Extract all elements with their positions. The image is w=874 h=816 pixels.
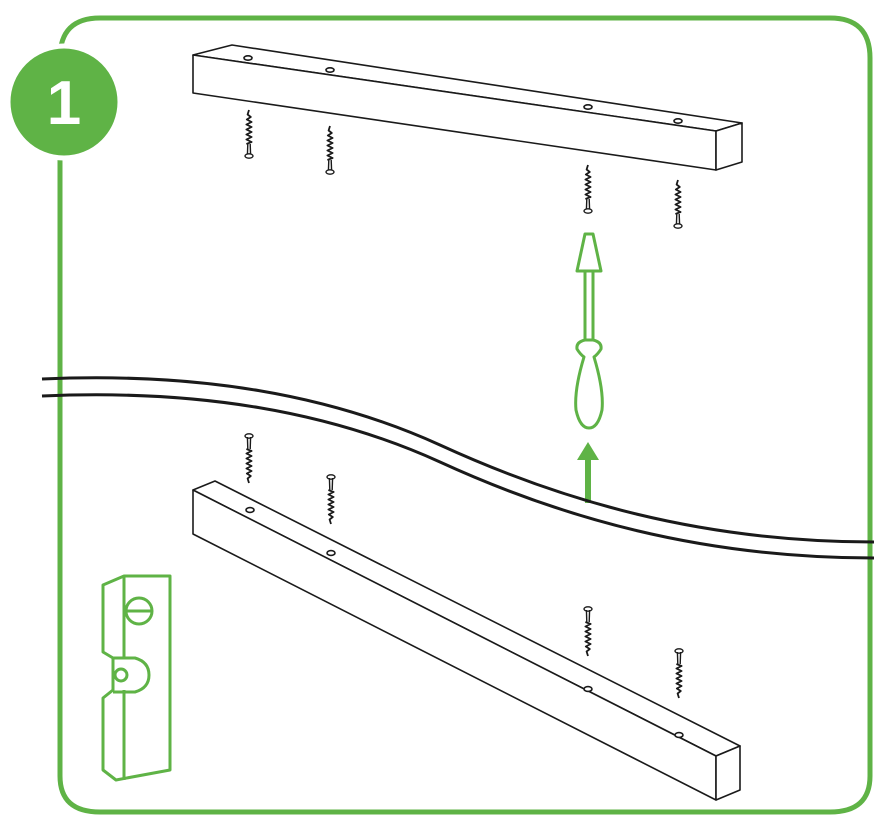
up-arrow-icon: [577, 442, 599, 503]
top-rail-hole: [243, 54, 253, 61]
break-line: [41, 376, 874, 560]
top-rail-hole: [325, 67, 335, 74]
top-rail-hole: [583, 104, 593, 111]
top-rail-hole: [673, 118, 683, 125]
bottom-rail-hole: [674, 731, 684, 739]
step-badge: 1: [5, 43, 123, 161]
step-badge-circle: [5, 43, 123, 161]
step-frame: [57, 15, 873, 815]
screw-icon: [674, 647, 684, 699]
top-rail: [192, 44, 743, 171]
spirit-level-icon: [101, 574, 172, 782]
bottom-rail-hole: [583, 685, 593, 693]
screw-icon: [673, 179, 683, 230]
bottom-rail-front-face: [192, 489, 717, 801]
screw-icon: [583, 605, 593, 657]
top-rail-end-face: [715, 122, 743, 171]
bottom-rail: [192, 480, 741, 801]
screw-icon: [326, 473, 336, 525]
bottom-rail-hole: [245, 506, 255, 514]
screw-icon: [244, 109, 254, 160]
bottom-rail-hole: [326, 549, 336, 557]
screwdriver-icon: [574, 232, 604, 430]
bottom-rail-end-face: [715, 745, 741, 801]
bottom-rail-top-face: [192, 480, 741, 757]
screw-icon: [583, 164, 593, 215]
step-number: 1: [47, 69, 81, 138]
screw-icon: [325, 125, 335, 176]
screw-icon: [244, 432, 254, 484]
